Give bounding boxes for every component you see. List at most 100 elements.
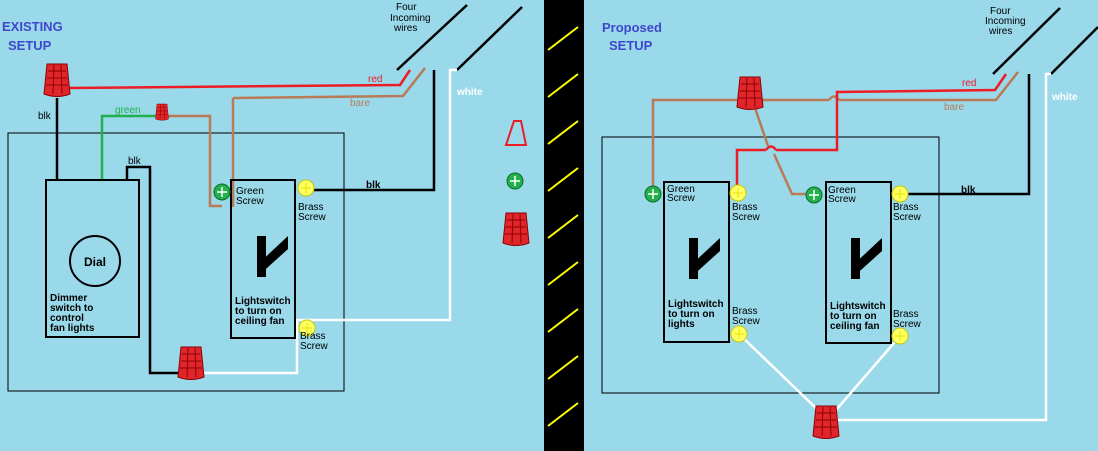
dimmer-dial	[69, 235, 121, 287]
red-wire-label: red	[368, 74, 382, 85]
divider-bar	[544, 0, 584, 451]
green-screw-label: Screw	[236, 196, 265, 207]
switch-label: Lightswitch	[830, 301, 886, 312]
green-screw-label: Screw	[667, 193, 696, 204]
electrical-box	[601, 136, 940, 394]
red-wire-label: red	[962, 78, 976, 89]
bare-wire	[772, 153, 806, 196]
brass-screw-label: Brass	[732, 306, 758, 317]
wire-nut-icon	[177, 346, 205, 380]
red-wire	[65, 69, 412, 90]
wire-nut-icon	[502, 212, 530, 246]
bare-wire-label: bare	[350, 98, 370, 109]
switch-label: ceiling fan	[235, 316, 284, 327]
existing-setup-panel: EXISTING SETUP Four Incoming wires red b…	[2, 2, 523, 392]
switch-label: Lightswitch	[668, 299, 724, 310]
cable-sheath-line	[1050, 26, 1098, 75]
green-screw-label: Screw	[828, 194, 857, 205]
fan-lightswitch	[825, 181, 892, 344]
wire-nut-icon	[155, 103, 169, 121]
white-wire-label: white	[456, 87, 483, 98]
green-screw-icon	[213, 183, 231, 201]
brass-screw-icon	[730, 325, 748, 343]
incoming-label-line3: wires	[393, 23, 417, 34]
black-wire-label: blk	[128, 156, 142, 167]
switch-label: ceiling fan	[830, 321, 879, 332]
incoming-label-line3: wires	[988, 26, 1012, 37]
incoming-label-line1: Four	[990, 6, 1011, 17]
switch-label: to turn on	[668, 309, 715, 320]
incoming-label-line1: Four	[396, 2, 417, 13]
white-wire-label: white	[1051, 92, 1078, 103]
black-wire	[908, 74, 1031, 196]
dimmer-label: switch to	[50, 303, 93, 314]
red-wire	[735, 148, 766, 190]
green-wire	[100, 114, 158, 180]
wire-nut-icon	[43, 63, 71, 97]
fan-lightswitch	[230, 179, 296, 339]
green-screw-label: Green	[667, 184, 695, 195]
brass-screw-label: Screw	[732, 212, 761, 223]
incoming-label-line2: Incoming	[985, 16, 1026, 27]
black-wire	[313, 70, 436, 192]
black-wire-label: blk	[38, 111, 52, 122]
cable-sheath-line	[992, 7, 1061, 75]
brass-screw-label: Brass	[893, 202, 919, 213]
brass-screw-label: Screw	[732, 316, 761, 327]
brass-screw-label: Screw	[893, 212, 922, 223]
brass-screw-label: Brass	[298, 202, 324, 213]
brass-screw-label: Brass	[300, 331, 326, 342]
switch-toggle	[851, 238, 882, 279]
bare-wire	[651, 98, 738, 192]
switch-toggle	[851, 238, 860, 279]
switch-toggle	[689, 238, 720, 279]
switch-label: lights	[668, 319, 695, 330]
black-wire-label: blk	[366, 180, 381, 191]
proposed-title-line2: SETUP	[609, 38, 653, 53]
switch-toggle	[689, 238, 698, 279]
brass-screw-icon	[729, 184, 747, 202]
cable-sheath-line	[396, 4, 468, 71]
green-screw-icon	[644, 185, 662, 203]
switch-label: to turn on	[830, 311, 877, 322]
brass-screw-icon	[891, 327, 909, 345]
white-jumper	[738, 333, 819, 411]
green-screw-icon	[805, 186, 823, 204]
wire-nut-icon	[736, 76, 764, 110]
green-screw-label: Green	[828, 185, 856, 196]
brass-screw-label: Screw	[300, 341, 329, 352]
red-wire	[776, 73, 1008, 152]
incoming-label-line2: Incoming	[390, 13, 431, 24]
brass-screw-label: Brass	[732, 202, 758, 213]
red-wire-crossover	[764, 145, 778, 151]
bell-outline-icon	[504, 120, 528, 146]
switch-label: Lightswitch	[235, 296, 291, 307]
green-screw-icon	[506, 172, 524, 190]
dimmer-switch	[45, 179, 140, 338]
proposed-setup-panel: Proposed SETUP Four Incoming wires bare …	[601, 6, 1098, 439]
brass-screw-icon	[891, 185, 909, 203]
white-jumper	[835, 335, 901, 411]
proposed-title-line1: Proposed	[602, 20, 662, 35]
white-wire	[838, 72, 1051, 422]
lights-lightswitch	[663, 181, 730, 343]
bare-wire	[232, 67, 426, 100]
dial-label: Dial	[84, 255, 106, 269]
brass-screw-label: Screw	[893, 319, 922, 330]
bare-ground-jumper	[168, 114, 222, 208]
existing-title-line2: SETUP	[8, 38, 52, 53]
brass-screw-label: Screw	[298, 212, 327, 223]
bare-wire-label: bare	[944, 102, 964, 113]
black-wire	[125, 165, 180, 375]
black-wire-label: blk	[961, 185, 976, 196]
switch-toggle	[257, 236, 288, 277]
white-wire	[198, 68, 457, 375]
dimmer-label: fan lights	[50, 323, 95, 334]
dimmer-label: control	[50, 313, 84, 324]
switch-toggle	[257, 236, 266, 277]
wire-nut-icon	[812, 405, 840, 439]
cable-sheath-line	[456, 6, 523, 71]
switch-label: to turn on	[235, 306, 282, 317]
